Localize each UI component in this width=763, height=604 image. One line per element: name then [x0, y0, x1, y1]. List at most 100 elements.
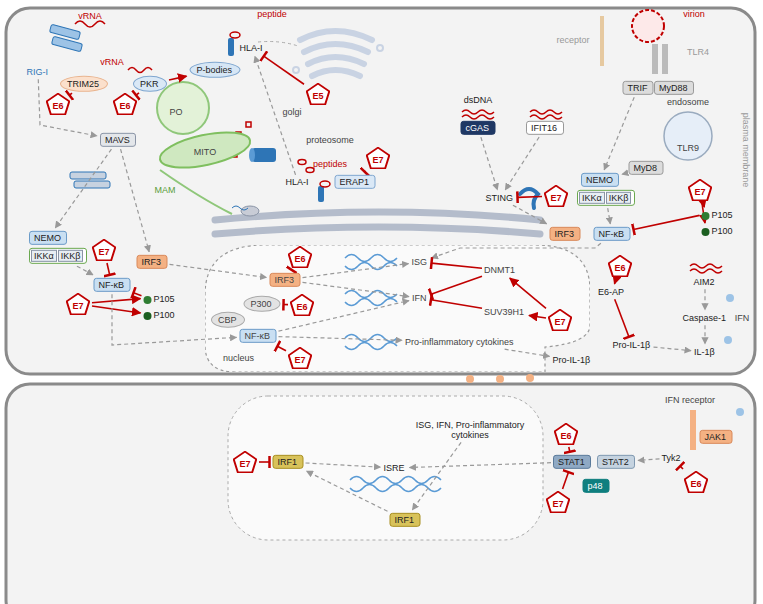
text-node: HLA-I — [240, 43, 265, 53]
activation-arrow — [307, 471, 388, 511]
protein-dot — [144, 312, 152, 320]
node-text: TRIM25 — [67, 79, 99, 89]
annotation-label: peptides — [313, 159, 347, 169]
text-node: AIM2 — [694, 277, 717, 287]
oncoprotein-pentagon: E6 — [290, 294, 314, 316]
illustration-shape — [306, 168, 314, 173]
node-text: Caspase-1 — [683, 313, 727, 323]
illustration-shape — [252, 148, 276, 162]
inhibition-line — [277, 346, 286, 350]
illustration-shape — [736, 408, 744, 416]
protein-ellipse: P300 — [244, 296, 281, 312]
illustration-shape — [258, 42, 298, 47]
node-text: IRF1 — [395, 515, 415, 525]
protein-ellipse: PKR — [133, 76, 167, 92]
protein-box: NF-κB — [94, 278, 131, 292]
text-node: STING — [486, 193, 515, 203]
node-text: MyD8 — [634, 163, 658, 173]
illustration-shape — [228, 38, 234, 56]
node-text: E7 — [544, 185, 568, 211]
annotation-label: endosome — [667, 97, 709, 107]
text-node: SUV39H1 — [484, 307, 526, 317]
node-text: P100 — [712, 226, 733, 236]
node-text: E7 — [92, 239, 116, 265]
activation-arrow — [505, 137, 539, 190]
illustration-shape — [70, 172, 106, 179]
illustration-shape — [345, 299, 397, 306]
inhibition-line — [69, 93, 72, 95]
golgi-stack — [293, 31, 383, 76]
text-node: Pro-inflammatory cytokines — [405, 337, 515, 347]
illustration-shape — [157, 126, 253, 174]
protein-box: cGAS — [461, 121, 496, 135]
inhibition-line — [615, 299, 629, 337]
oncoprotein-pentagon: E6 — [288, 246, 312, 268]
protein-dot-label: P100 — [144, 310, 153, 318]
node-text: E6 — [554, 423, 578, 449]
node-text: NF-κB — [99, 280, 125, 290]
protein-ellipse: TRIM25 — [60, 76, 108, 92]
node-text: E6 — [288, 246, 312, 272]
annotation-label: MAM — [155, 185, 176, 195]
node-text: IKKα — [31, 250, 57, 262]
protein-box: IRF3 — [270, 273, 301, 287]
illustration-shape — [300, 31, 372, 40]
node-text: Pro-IL-1β — [613, 340, 651, 350]
activation-arrow — [604, 97, 634, 170]
text-node: Pro-IL-1β — [553, 355, 592, 365]
node-text: P100 — [154, 310, 175, 320]
oncoprotein-pentagon: E7 — [546, 491, 570, 513]
node-text: STAT1 — [558, 457, 585, 467]
annotation-label: dsDNA — [464, 95, 493, 105]
illustration-shape — [600, 16, 604, 66]
text-node: Pro-IL-1β — [613, 340, 652, 350]
annotation-label: receptor — [556, 35, 589, 45]
activation-arrow — [279, 337, 403, 341]
protein-box: p48 — [583, 479, 610, 493]
node-text: P-bodies — [197, 65, 233, 75]
text-node: IL-1β — [694, 347, 716, 357]
protein-box: NEMO — [581, 173, 619, 187]
illustration-shape — [232, 206, 248, 210]
inhibition-line — [431, 276, 482, 294]
annotation-label: vRNA — [100, 57, 124, 67]
annotation-label: virion — [683, 9, 705, 19]
inhibition-line — [134, 293, 142, 296]
annotation-label: IFN receptor — [665, 395, 715, 405]
illustration-shape — [690, 269, 722, 273]
complex-box: IKKαIKKβ — [29, 248, 87, 264]
node-text: NF-κB — [245, 331, 271, 341]
protein-box: IRF1 — [390, 513, 421, 527]
inhibition-line — [634, 215, 700, 229]
activation-arrow — [615, 279, 616, 284]
node-text: IRF3 — [142, 257, 162, 267]
sting-tlr-symbols — [520, 10, 712, 450]
inhibition-line — [136, 93, 139, 95]
illustration-shape — [215, 212, 540, 220]
protein-box: MyD88 — [654, 81, 694, 95]
illustration-shape — [462, 110, 494, 114]
activation-arrow — [169, 76, 187, 80]
protein-box: MAVS — [100, 133, 136, 147]
text-node: HLA-I — [286, 177, 311, 187]
node-text: ISG — [412, 257, 428, 267]
complex-box: IKKαIKKβ — [577, 190, 635, 206]
text-node: E6-AP — [598, 287, 626, 297]
node-text: RIG-I — [27, 67, 49, 77]
node-text: HLA-I — [286, 177, 309, 187]
illustration-shape — [230, 32, 240, 38]
oncoprotein-pentagon: E7 — [233, 451, 257, 473]
activation-arrow — [481, 137, 498, 190]
activation-arrow — [170, 264, 267, 277]
oncoprotein-pentagon: E5 — [306, 83, 330, 105]
illustration-shape — [530, 115, 562, 119]
inhibition-line — [432, 263, 483, 268]
annotation-label: proteosome — [306, 135, 354, 145]
node-text: JAK1 — [705, 432, 727, 442]
text-node: Caspase-1 — [683, 313, 728, 323]
activation-arrow — [638, 459, 660, 461]
illustration-shape — [51, 36, 82, 51]
activation-arrow — [703, 203, 704, 207]
illustration-shape — [298, 160, 306, 165]
inhibition-line — [107, 263, 110, 275]
